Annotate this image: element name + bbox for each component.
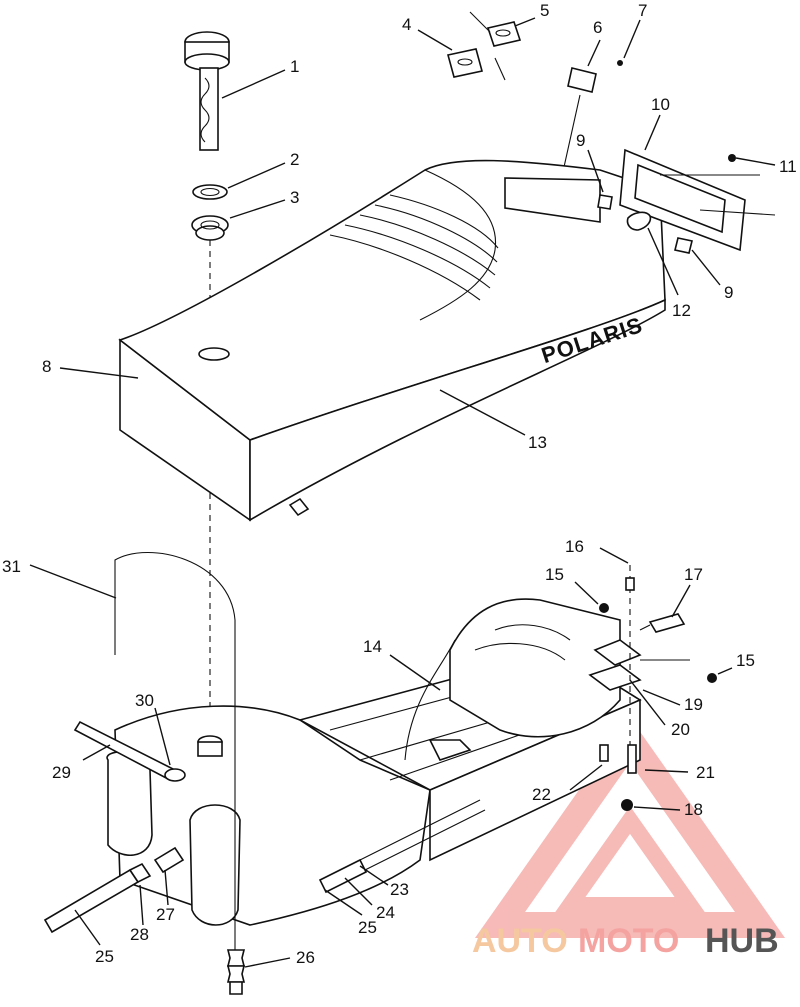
callout-label: 14 bbox=[363, 637, 382, 656]
watermark-logo-icon bbox=[474, 717, 786, 938]
callout-label: 27 bbox=[156, 905, 175, 924]
callout-label: 30 bbox=[135, 691, 154, 710]
callout-label: 10 bbox=[651, 95, 670, 114]
callout-label: 20 bbox=[671, 720, 690, 739]
seat-assembly-part bbox=[59, 159, 666, 522]
callout-label: 19 bbox=[684, 695, 703, 714]
callout-label: 25 bbox=[95, 947, 114, 966]
callout-label: 2 bbox=[290, 150, 299, 169]
seal-ring-part bbox=[192, 162, 286, 200]
fuel-line-part bbox=[29, 552, 486, 995]
callout-label: 28 bbox=[130, 925, 149, 944]
callout-label: 29 bbox=[52, 763, 71, 782]
callout-label: 25 bbox=[358, 918, 377, 937]
callout-label: 5 bbox=[540, 1, 549, 20]
callout-labels: 1 2 3 4 5 6 7 8 9 9 10 11 12 13 14 15 15… bbox=[2, 1, 797, 967]
callout-label: 1 bbox=[290, 57, 299, 76]
fastener-parts bbox=[569, 547, 733, 811]
callout-label: 8 bbox=[42, 357, 51, 376]
rear-seat-base-part bbox=[449, 598, 690, 738]
callout-label: 22 bbox=[532, 785, 551, 804]
callout-label: 11 bbox=[779, 157, 797, 176]
callout-label: 4 bbox=[402, 15, 411, 34]
callout-label: 26 bbox=[296, 948, 315, 967]
callout-label: 31 bbox=[2, 557, 21, 576]
callout-label: 24 bbox=[376, 903, 395, 922]
watermark-wordmark: AUTO MOTO HUB bbox=[472, 922, 779, 960]
watermark-hub-text: HUB bbox=[705, 922, 779, 960]
callout-label: 9 bbox=[576, 131, 585, 150]
callout-label: 17 bbox=[684, 565, 703, 584]
callout-label: 3 bbox=[290, 188, 299, 207]
watermark-moto-text: MOTO bbox=[578, 922, 679, 960]
callout-label: 16 bbox=[565, 537, 584, 556]
filler-cap-part bbox=[184, 31, 286, 151]
callout-label: 13 bbox=[528, 433, 547, 452]
callout-label: 18 bbox=[684, 800, 703, 819]
callout-label: 15 bbox=[736, 651, 755, 670]
tail-light-bracket-part bbox=[587, 114, 776, 296]
callout-label: 23 bbox=[390, 880, 409, 899]
grommet-part bbox=[191, 199, 286, 241]
callout-label: 9 bbox=[724, 283, 733, 302]
callout-label: 21 bbox=[696, 763, 715, 782]
callout-label: 15 bbox=[545, 565, 564, 584]
callout-label: 6 bbox=[593, 18, 602, 37]
small-bracket-parts bbox=[417, 11, 641, 186]
watermark-auto-text: AUTO bbox=[472, 922, 568, 960]
callout-label: 7 bbox=[638, 1, 647, 20]
callout-label: 12 bbox=[672, 301, 691, 320]
